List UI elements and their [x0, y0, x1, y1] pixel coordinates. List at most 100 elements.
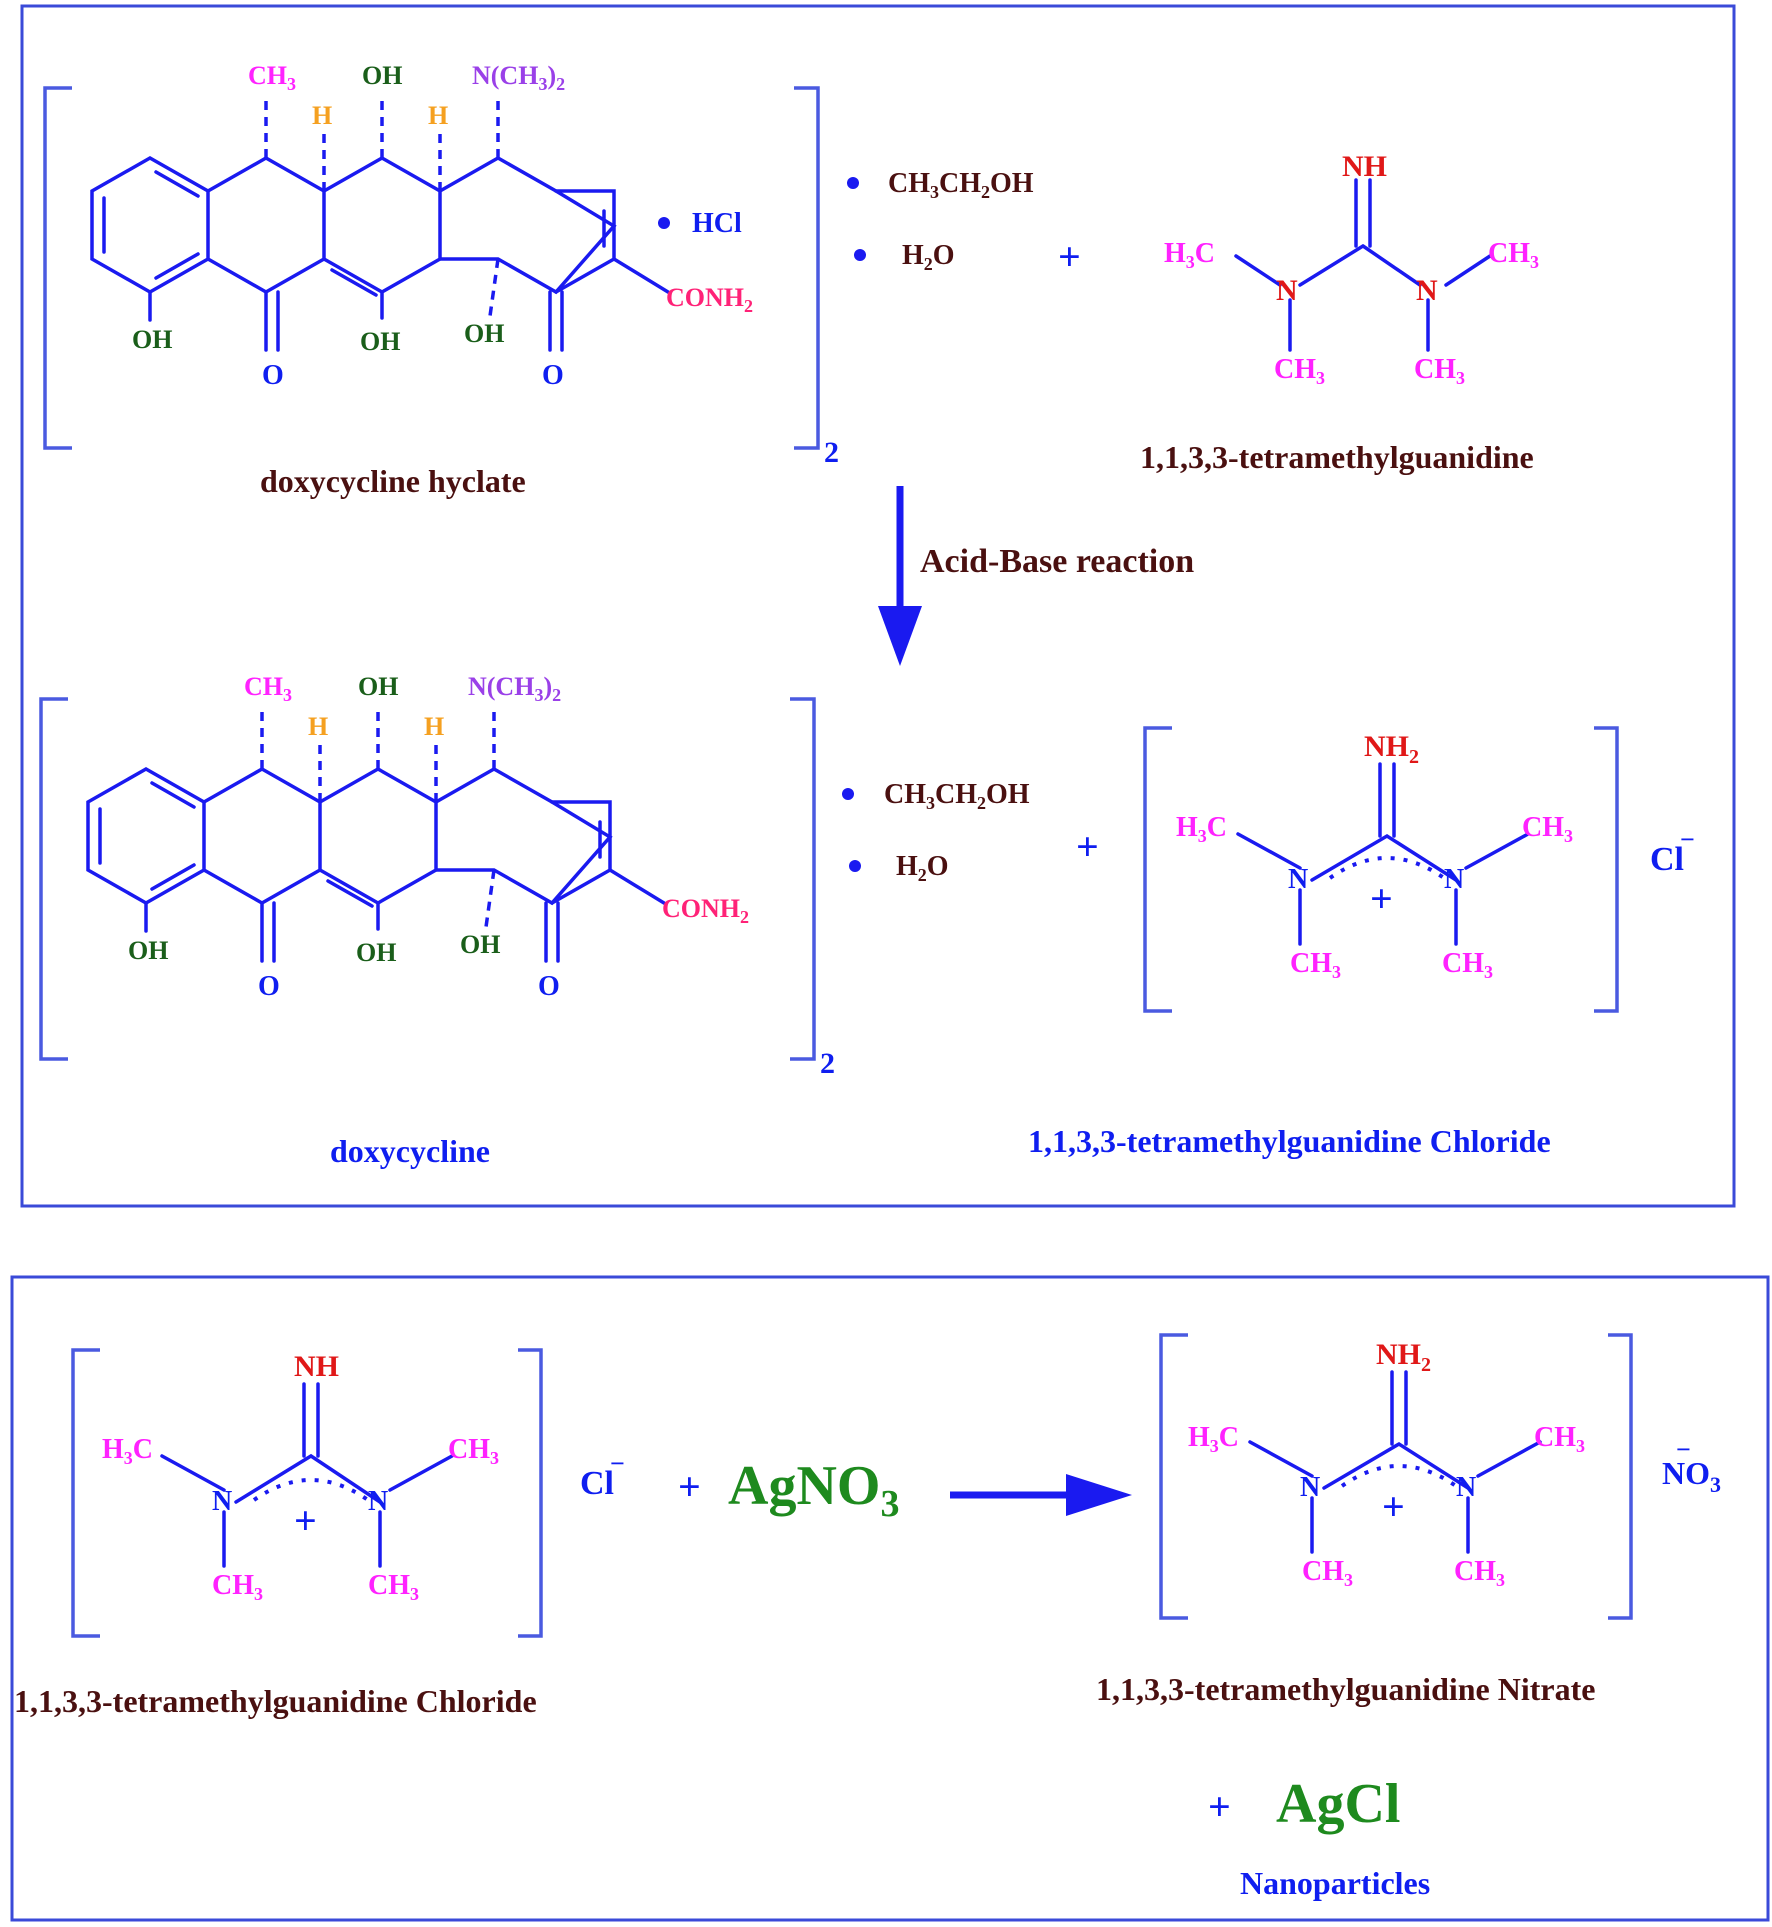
plus-agno3: + — [678, 1464, 701, 1509]
label-nanoparticles: Nanoparticles — [1240, 1865, 1430, 1901]
reagent-agno3: AgNO3 — [728, 1455, 899, 1525]
doxycycline-structure: 2 CH3 H OH H N(CH3)2 CONH2 OH O OH OH O — [39, 672, 835, 1080]
svg-text:H3C: H3C — [1164, 238, 1215, 272]
svg-text:NH2: NH2 — [1364, 730, 1419, 768]
right-bracket — [794, 86, 820, 450]
label-nme2: N(CH3)2 — [472, 61, 565, 94]
ring-b — [206, 155, 326, 295]
solvates-top: CH3CH2OH H2O — [847, 168, 1034, 274]
svg-text:CH3: CH3 — [1290, 948, 1341, 982]
left-bracket — [43, 86, 72, 450]
svg-text:H3C: H3C — [102, 1434, 153, 1468]
label-ch3: CH3 — [248, 61, 296, 94]
svg-text:N(CH3)2: N(CH3)2 — [468, 672, 561, 705]
svg-text:OH: OH — [358, 672, 398, 701]
ketone-left — [264, 290, 280, 352]
reaction-arrow-right — [950, 1474, 1132, 1516]
ring-a-double-bonds — [102, 170, 200, 280]
counterion-cl-1: Cl− — [1650, 825, 1695, 878]
svg-text:CONH2: CONH2 — [662, 894, 749, 927]
tmg-chloride-structure: NH2 N N + H3C CH3 CH3 CH3 — [1143, 726, 1619, 1013]
svg-text:OH: OH — [128, 936, 168, 965]
label-oh-top: OH — [362, 61, 402, 90]
label-oh-enol: OH — [360, 327, 400, 356]
name-tmg-nitrate: 1,1,3,3-tetramethylguanidine Nitrate — [1096, 1671, 1595, 1707]
arrow-label-acid-base: Acid-Base reaction — [920, 543, 1194, 580]
plus-top: + — [1058, 234, 1081, 279]
solvates-product: CH3CH2OH H2O — [842, 779, 1030, 885]
doxycycline-hyclate-structure: 2 CH3 H OH H N(CH3)2 CONH2 OH O OH — [43, 61, 839, 469]
name-tmg-chloride-2: 1,1,3,3-tetramethylguanidine Chloride — [14, 1683, 537, 1719]
label-h-left: H — [312, 101, 332, 130]
svg-text:+: + — [1382, 1484, 1405, 1529]
oh-dash — [488, 258, 500, 317]
svg-text:O: O — [258, 971, 280, 1002]
label-hcl: HCl — [692, 208, 742, 239]
svg-text:CH3: CH3 — [1302, 1556, 1353, 1590]
svg-text:N: N — [1444, 864, 1464, 895]
svg-text:N: N — [1300, 1472, 1320, 1503]
svg-text:CH3: CH3 — [1488, 238, 1539, 272]
tmg-structure: NH N N H3C CH3 CH3 CH3 — [1164, 150, 1539, 388]
svg-text:H: H — [424, 712, 444, 741]
ring-a — [90, 155, 210, 295]
reaction-arrow-down — [878, 486, 922, 666]
salt-dot — [658, 217, 670, 229]
svg-text:OH: OH — [460, 930, 500, 959]
svg-text:N: N — [1456, 1472, 1476, 1503]
name-doxycycline-hyclate: doxycycline hyclate — [260, 463, 526, 499]
svg-text:N: N — [1416, 274, 1438, 307]
svg-text:H3C: H3C — [1176, 812, 1227, 846]
label-oh-ring: OH — [464, 319, 504, 348]
svg-text:O: O — [538, 971, 560, 1002]
plus-agcl: + — [1208, 1784, 1231, 1829]
name-tmg-chloride-1: 1,1,3,3-tetramethylguanidine Chloride — [1028, 1123, 1551, 1159]
tmg-nitrate-structure: NH2 N N + H3C CH3 CH3 CH3 — [1159, 1333, 1633, 1620]
svg-text:CH3: CH3 — [1534, 1422, 1585, 1456]
svg-text:H: H — [308, 712, 328, 741]
ring-d-edge — [554, 189, 616, 294]
svg-text:+: + — [1370, 876, 1393, 921]
svg-text:+: + — [294, 1498, 317, 1543]
product-agcl: AgCl — [1276, 1773, 1400, 1835]
svg-text:N: N — [1276, 274, 1298, 307]
svg-text:CH3: CH3 — [1454, 1556, 1505, 1590]
svg-text:H2O: H2O — [896, 851, 949, 885]
counterion-cl-2: Cl− — [580, 1449, 625, 1502]
panel-1-frame — [20, 4, 1736, 1208]
svg-text:CH3: CH3 — [448, 1434, 499, 1468]
counterion-no3-charge: − — [1676, 1435, 1691, 1464]
tmg-chloride-reactant-structure: NH N N + H3C CH3 CH3 CH3 — [71, 1348, 543, 1638]
ring-c-double-bond — [330, 268, 378, 297]
multiplier: 2 — [824, 436, 839, 469]
svg-text:CH3: CH3 — [212, 1570, 263, 1604]
svg-text:NH: NH — [1342, 150, 1387, 183]
svg-text:OH: OH — [356, 938, 396, 967]
svg-text:N: N — [212, 1486, 232, 1517]
svg-text:CH3: CH3 — [1274, 354, 1325, 388]
amide-bond — [612, 257, 670, 294]
name-tmg: 1,1,3,3-tetramethylguanidine — [1140, 439, 1534, 475]
name-doxycycline: doxycycline — [330, 1133, 490, 1169]
svg-text:CH3: CH3 — [1442, 948, 1493, 982]
plus-product: + — [1076, 824, 1099, 869]
svg-text:N: N — [1288, 864, 1308, 895]
label-oh-phenol: OH — [132, 325, 172, 354]
label-conh2: CONH2 — [666, 283, 753, 316]
svg-text:CH3: CH3 — [368, 1570, 419, 1604]
label-o-left: O — [262, 360, 284, 391]
svg-text:CH3CH2OH: CH3CH2OH — [884, 779, 1030, 813]
counterion-no3: NO3 — [1662, 1455, 1721, 1497]
svg-text:H3C: H3C — [1188, 1422, 1239, 1456]
svg-text:2: 2 — [820, 1047, 835, 1080]
svg-text:CH3: CH3 — [244, 672, 292, 705]
ring-c — [322, 155, 442, 295]
svg-text:NH2: NH2 — [1376, 1338, 1431, 1376]
label-o-right: O — [542, 360, 564, 391]
svg-text:H2O: H2O — [902, 240, 955, 274]
ketone-right — [548, 290, 564, 352]
svg-text:NH: NH — [294, 1350, 339, 1383]
panel-2-frame — [10, 1275, 1770, 1922]
svg-text:CH3: CH3 — [1414, 354, 1465, 388]
